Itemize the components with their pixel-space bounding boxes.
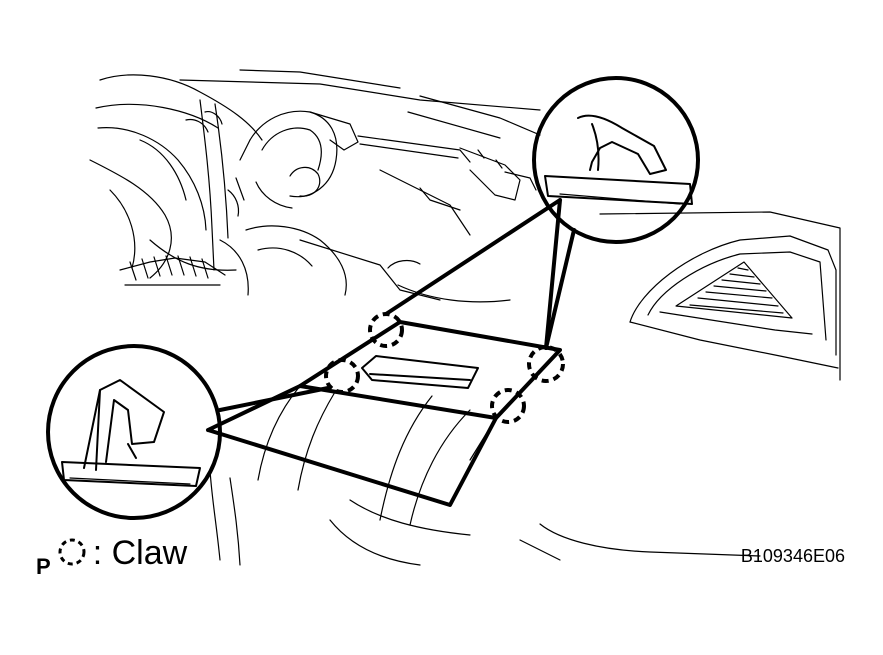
side-vent-panel (519, 211, 841, 561)
claw-marker (324, 358, 360, 394)
upper-detail-callout (384, 76, 700, 350)
legend-marker: P (36, 554, 51, 579)
console-lower-linework (209, 469, 471, 566)
claw-marker (490, 388, 526, 424)
claw-marker (527, 345, 565, 383)
trim-panel (257, 320, 562, 526)
vehicle-background-linework (89, 69, 541, 303)
dashed-circle-icon (58, 538, 86, 566)
lower-detail-callout (46, 344, 498, 520)
vent-grille (675, 261, 793, 319)
legend-label: : Claw (92, 534, 188, 572)
legend: P : Claw (36, 530, 187, 580)
figure-code: B109346E06 (740, 546, 845, 566)
